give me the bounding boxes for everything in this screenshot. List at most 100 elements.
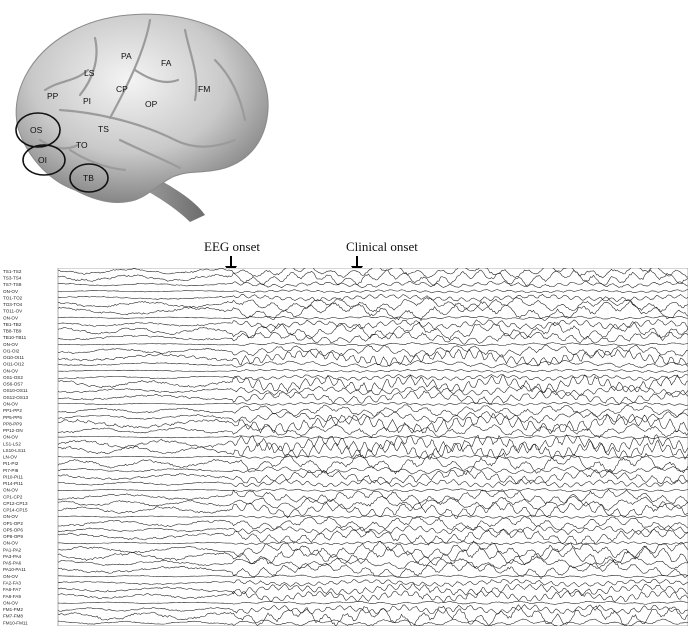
eeg-channel-label: OI1-OI2: [3, 348, 20, 353]
eeg-channel-label: TS1-TS2: [3, 269, 22, 274]
eeg-traces: [57, 268, 688, 626]
region-label-fm: FM: [198, 84, 210, 94]
eeg-channel-label: LS1-LS2: [3, 441, 21, 446]
eeg-trace: [57, 574, 688, 579]
eeg-channel-label: TB1-TB2: [3, 322, 22, 327]
eeg-channel-label: OS10-OS11: [3, 388, 28, 393]
region-label-op: OP: [145, 99, 158, 109]
eeg-channel-label: TB10-TB11: [3, 335, 27, 340]
brain-diagram: PA FA LS CP PP PI OP FM OS TS OI TO TB: [15, 13, 269, 222]
eeg-trace: [57, 604, 688, 626]
brainstem: [145, 175, 205, 222]
eeg-trace: [57, 604, 688, 615]
eeg-trace: [57, 348, 688, 367]
eeg-trace: [57, 541, 688, 545]
region-label-tb: TB: [83, 173, 94, 183]
eeg-trace: [57, 540, 688, 559]
eeg-channel-label: PA5-PA6: [3, 561, 22, 566]
eeg-channel-label: FA8-FA9: [3, 594, 21, 599]
eeg-trace: [57, 401, 688, 406]
eeg-channel-label: TS3-TS4: [3, 276, 22, 281]
eeg-channel-label: ON-OV: [3, 402, 19, 407]
eeg-channel-label: TB8-TB9: [3, 329, 22, 334]
eeg-channel-label: CP1-CP2: [3, 494, 23, 499]
eeg-trace: [57, 556, 688, 570]
eeg-trace: [57, 468, 688, 485]
eeg-channel-label: LS10-LS11: [3, 448, 26, 453]
eeg-trace: [57, 600, 688, 605]
eeg-trace: [57, 423, 688, 439]
eeg-trace: [57, 501, 688, 519]
eeg-channel-label: PI1-PI2: [3, 461, 19, 466]
eeg-trace: [57, 321, 688, 342]
eeg-channel-label: ON-OV: [3, 435, 19, 440]
eeg-channel-label: PP8-PP9: [3, 421, 22, 426]
eeg-channel-label: ON-OV: [3, 600, 19, 605]
eeg-label-column: [0, 268, 58, 626]
eeg-trace: [57, 360, 688, 369]
eeg-trace: [57, 269, 688, 287]
eeg-trace: [57, 560, 688, 580]
eeg-trace: [57, 281, 688, 289]
eeg-channel-label: ON-OV: [3, 488, 19, 493]
eeg-trace: [57, 466, 688, 475]
eeg-channel-label: OI10-OI11: [3, 355, 25, 360]
eeg-trace-panel: TS1-TS2TS3-TS4TS7-TS8ON-OVTO1-TO2TO3-TO4…: [0, 268, 688, 626]
eeg-channel-label: PI7-PI8: [3, 468, 19, 473]
eeg-trace: [57, 435, 688, 440]
eeg-channel-label: PA3-PA4: [3, 554, 22, 559]
eeg-trace: [57, 390, 688, 405]
brain-hemisphere: [15, 13, 269, 203]
eeg-trace: [57, 515, 688, 532]
eeg-trace: [57, 452, 688, 476]
eeg-channel-label: CP12-CP13: [3, 501, 28, 506]
eeg-trace: [57, 496, 688, 511]
eeg-channel-label: TO3-TO4: [3, 302, 23, 307]
eeg-channel-label: OP1-OP2: [3, 521, 23, 526]
region-label-os: OS: [30, 125, 43, 135]
region-label-oi: OI: [38, 155, 47, 165]
eeg-channel-label: FM7-FM8: [3, 614, 23, 619]
eeg-channel-label: ON-OV: [3, 289, 19, 294]
eeg-channel-label: PP12-ON: [3, 428, 23, 433]
eeg-trace: [57, 373, 688, 381]
eeg-channel-label: LN-OV: [3, 455, 18, 460]
eeg-channel-label: TO1-TO2: [3, 295, 23, 300]
eeg-trace: [57, 528, 688, 546]
eeg-trace: [57, 268, 688, 279]
eeg-trace: [57, 410, 688, 424]
eeg-channel-label: ON-OV: [3, 315, 19, 320]
eeg-trace: [57, 319, 688, 330]
region-label-ls: LS: [84, 68, 95, 78]
eeg-channel-label: OS12-OS13: [3, 395, 28, 400]
eeg-trace: [57, 296, 688, 313]
tb-circle: [69, 163, 109, 193]
eeg-channel-label: OP8-OP9: [3, 534, 23, 539]
eeg-trace: [57, 289, 688, 294]
eeg-trace: [57, 412, 688, 434]
eeg-trace: [57, 439, 688, 460]
region-label-pa: PA: [121, 51, 132, 61]
eeg-channel-label: ON-OV: [3, 342, 19, 347]
eeg-trace: [57, 300, 688, 322]
region-label-pi: PI: [83, 96, 91, 106]
eeg-channel-labels: TS1-TS2TS3-TS4TS7-TS8ON-OVTO1-TO2TO3-TO4…: [3, 269, 28, 625]
eeg-channel-label: ON-OV: [3, 368, 19, 373]
eeg-trace: [57, 514, 688, 519]
sulci: [38, 18, 247, 172]
eeg-trace: [57, 331, 688, 345]
eeg-channel-label: FM1-FM2: [3, 607, 23, 612]
eeg-trace: [57, 478, 688, 488]
eeg-trace: [57, 294, 688, 302]
eeg-trace: [57, 454, 688, 459]
region-label-to: TO: [76, 140, 88, 150]
eeg-channel-label: ON-OV: [3, 514, 19, 519]
eeg-trace: [57, 342, 688, 347]
region-label-cp: CP: [116, 84, 128, 94]
eeg-trace: [57, 384, 688, 397]
eeg-trace: [57, 344, 688, 358]
region-label-fa: FA: [161, 58, 172, 68]
eeg-channel-label: PP1-PP2: [3, 408, 22, 413]
eeg-channel-label: OS1-OS2: [3, 375, 23, 380]
eeg-trace: [57, 488, 688, 493]
